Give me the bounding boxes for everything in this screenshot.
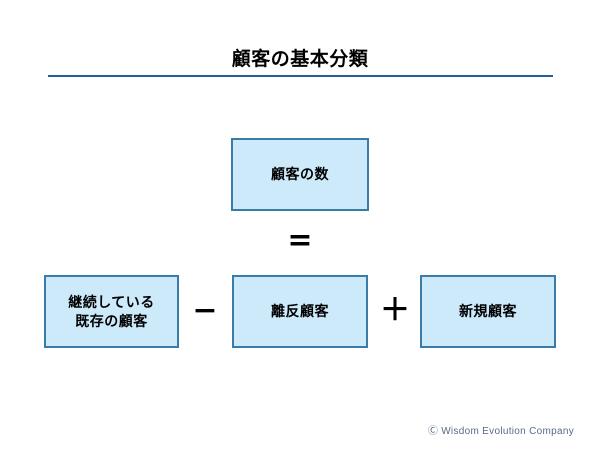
box-churned-customers-label: 離反顧客 [271, 303, 329, 320]
page-title: 顧客の基本分類 [231, 49, 369, 70]
title-divider [48, 75, 553, 77]
equals-operator: = [287, 223, 313, 258]
box-continuing-existing-customers-label: 継続している 既存の顧客 [68, 293, 155, 329]
minus-operator: − [192, 293, 218, 328]
plus-operator: ＋ [380, 293, 410, 328]
box-churned-customers[interactable]: 離反顧客 [232, 275, 368, 348]
box-total-customers-label: 顧客の数 [271, 166, 329, 183]
box-new-customers-label: 新規顧客 [459, 303, 517, 320]
box-total-customers[interactable]: 顧客の数 [231, 138, 369, 211]
box-new-customers[interactable]: 新規顧客 [420, 275, 556, 348]
copyright-footer: Ⓒ Wisdom Evolution Company [427, 426, 574, 437]
box-continuing-existing-customers[interactable]: 継続している 既存の顧客 [44, 275, 179, 348]
